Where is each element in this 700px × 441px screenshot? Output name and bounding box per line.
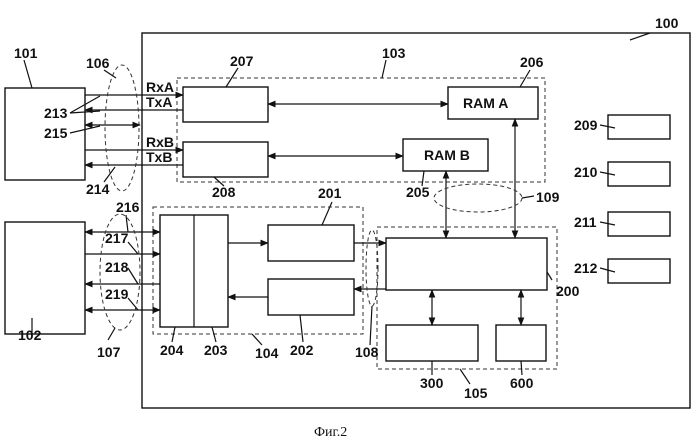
label-200: 200 xyxy=(556,283,580,299)
label-105: 105 xyxy=(464,385,488,401)
label-109: 109 xyxy=(536,189,560,205)
label-218: 218 xyxy=(105,259,129,275)
leader-202 xyxy=(300,315,303,342)
figure-caption: Фиг.2 xyxy=(314,425,347,440)
leader-201 xyxy=(322,202,332,225)
label-205: 205 xyxy=(406,184,430,200)
block-211 xyxy=(608,212,670,236)
leader-103 xyxy=(382,60,386,78)
label-216: 216 xyxy=(116,199,140,215)
leader-100 xyxy=(630,33,650,40)
label-209: 209 xyxy=(574,117,598,133)
label-206: 206 xyxy=(520,54,544,70)
leader-218 xyxy=(128,268,138,284)
label-101: 101 xyxy=(14,45,38,61)
label-207: 207 xyxy=(230,53,254,69)
leader-107 xyxy=(108,328,115,340)
leader-106 xyxy=(104,70,116,78)
label-600: 600 xyxy=(510,375,534,391)
label-300: 300 xyxy=(420,375,444,391)
group-103 xyxy=(177,78,545,182)
block-600 xyxy=(496,325,546,361)
label-201: 201 xyxy=(318,185,342,201)
block-208 xyxy=(183,142,268,177)
leader-217 xyxy=(128,242,138,254)
ellipse-109 xyxy=(434,184,522,212)
label-210: 210 xyxy=(574,164,598,180)
label-108: 108 xyxy=(355,344,379,360)
label-214: 214 xyxy=(86,181,110,197)
group-105 xyxy=(377,227,557,369)
leader-219 xyxy=(128,298,138,310)
ram-a-title: RAM A xyxy=(463,95,508,111)
block-201 xyxy=(268,225,354,261)
label-203: 203 xyxy=(204,342,228,358)
box-102 xyxy=(5,222,85,334)
label-219: 219 xyxy=(105,286,129,302)
label-211: 211 xyxy=(574,214,597,230)
block-209 xyxy=(608,115,670,139)
label-204: 204 xyxy=(160,342,184,358)
block-210 xyxy=(608,162,670,186)
leader-200 xyxy=(547,272,552,280)
label-217: 217 xyxy=(105,230,129,246)
block-300 xyxy=(386,325,478,361)
label-100: 100 xyxy=(655,15,679,31)
label-103: 103 xyxy=(382,45,406,61)
label-102: 102 xyxy=(18,327,42,343)
ellipse-106 xyxy=(105,65,139,191)
signal-txb: TxB xyxy=(146,149,172,165)
signal-rxb: RxB xyxy=(146,134,174,150)
signal-txa: TxA xyxy=(146,94,172,110)
leader-109 xyxy=(522,196,534,198)
label-107: 107 xyxy=(97,344,121,360)
label-213: 213 xyxy=(44,105,68,121)
label-215: 215 xyxy=(44,125,68,141)
ellipse-108 xyxy=(366,230,378,306)
block-202 xyxy=(268,279,354,315)
label-202: 202 xyxy=(290,342,314,358)
ram-b-title: RAM B xyxy=(424,147,470,163)
leader-108 xyxy=(370,306,372,345)
label-212: 212 xyxy=(574,260,598,276)
label-106: 106 xyxy=(86,55,110,71)
leader-600 xyxy=(521,361,522,375)
signal-rxa: RxA xyxy=(146,79,174,95)
block-200 xyxy=(386,238,547,290)
leader-101 xyxy=(24,60,32,88)
block-207 xyxy=(183,87,268,122)
leader-105 xyxy=(460,369,470,384)
leader-104 xyxy=(252,334,262,345)
label-208: 208 xyxy=(212,184,236,200)
label-104: 104 xyxy=(255,345,279,361)
block-212 xyxy=(608,259,670,283)
